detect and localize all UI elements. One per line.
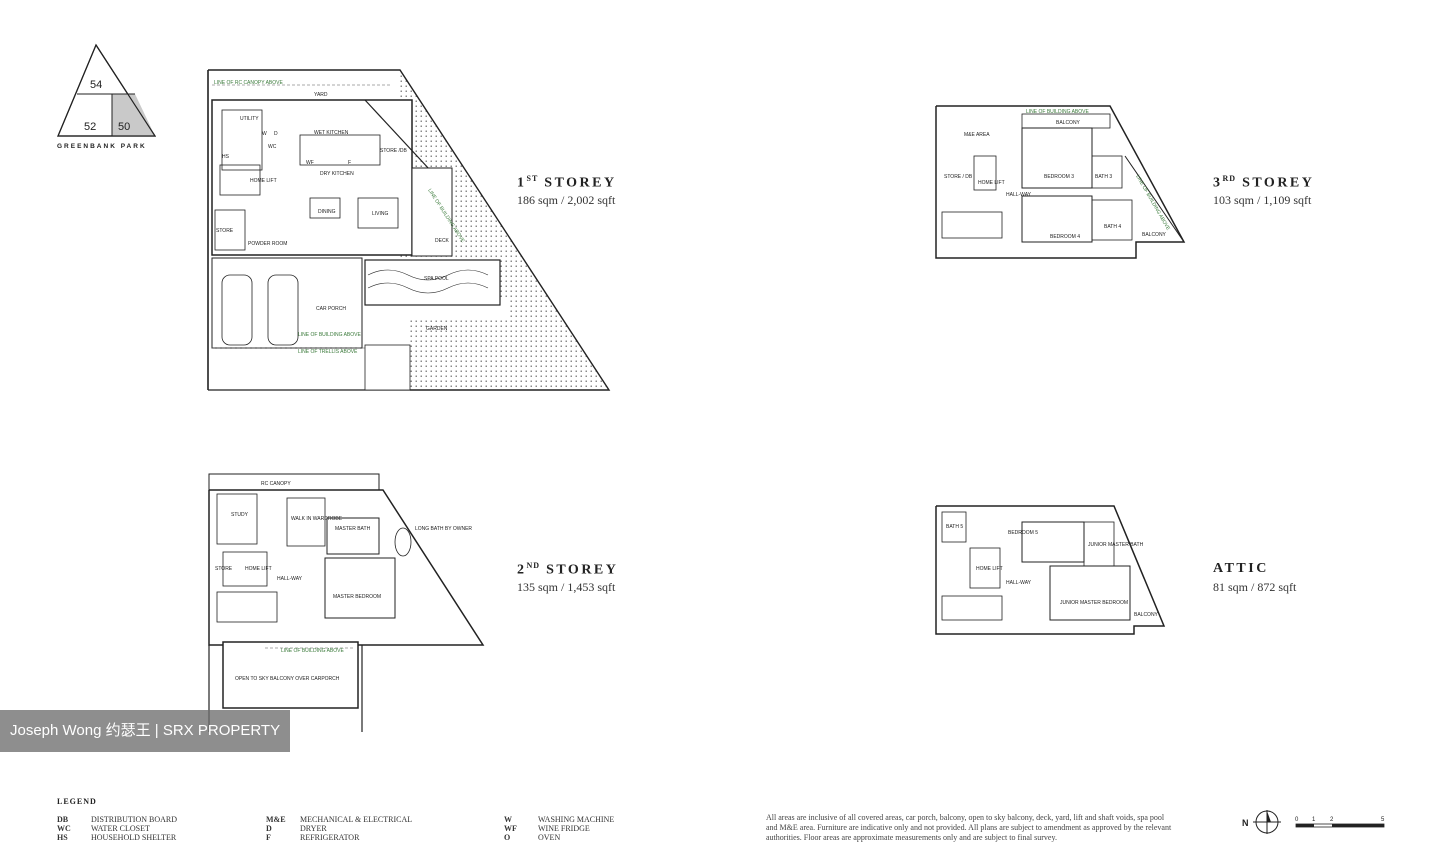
label-2-study: STUDY <box>231 512 249 518</box>
second-storey-number: 2 <box>517 562 527 578</box>
label-2-long-bath: LONG BATH BY OWNER <box>415 526 472 532</box>
label-yard: YARD <box>314 92 328 98</box>
third-storey-title: 3RD STOREY <box>1213 174 1314 192</box>
label-wc: WC <box>268 144 277 150</box>
label-2-home-lift: HOME LIFT <box>245 566 272 572</box>
label-home-lift: HOME LIFT <box>250 178 277 184</box>
first-storey-title: 1ST STOREY <box>517 174 617 192</box>
plot-54: 54 <box>90 79 102 91</box>
label-3-hallway: HALL-WAY <box>1006 192 1032 198</box>
scale-tick-1: 1 <box>1312 817 1316 823</box>
label-car-porch: CAR PORCH <box>316 306 346 312</box>
second-storey-title: 2ND STOREY <box>517 561 618 579</box>
label-2-walk-in-wardrobe: WALK IN WARDROBE <box>291 516 343 522</box>
label-hs: HS <box>222 154 230 160</box>
second-storey-word: STOREY <box>546 562 619 578</box>
label-dry-kitchen: DRY KITCHEN <box>320 171 354 177</box>
label-3-bath4: BATH 4 <box>1104 224 1121 230</box>
label-3-bedroom3: BEDROOM 3 <box>1044 174 1074 180</box>
first-storey-plan: LINE OF RC CANOPY ABOVE YARD UTILITY W D… <box>207 69 611 391</box>
scale-tick-0: 0 <box>1295 817 1299 823</box>
first-storey-area: 186 sqm / 2,002 sqft <box>517 193 616 207</box>
legend-heading: LEGEND <box>57 797 97 806</box>
third-storey-area: 103 sqm / 1,109 sqft <box>1213 193 1312 207</box>
scale-tick-5: 5 <box>1381 817 1385 823</box>
site-key-diagram: 54 52 50 GREENBANK PARK <box>57 43 157 150</box>
site-name: GREENBANK PARK <box>57 143 147 150</box>
label-3-balcony: BALCONY <box>1056 120 1081 126</box>
label-spa-pool: SPA POOL <box>424 276 449 282</box>
label-a-home-lift: HOME LIFT <box>976 566 1003 572</box>
label-deck: DECK <box>435 238 450 244</box>
label-utility: UTILITY <box>240 116 259 122</box>
disclaimer-text: All areas are inclusive of all covered a… <box>766 813 1172 842</box>
label-a-hallway: HALL-WAY <box>1006 580 1032 586</box>
label-3-home-lift: HOME LIFT <box>978 180 1005 186</box>
label-2-open-balcony: OPEN TO SKY BALCONY OVER CARPORCH <box>235 676 340 682</box>
label-3-balcony-2: BALCONY <box>1142 232 1167 238</box>
third-storey-suffix: RD <box>1222 174 1237 183</box>
first-storey-number: 1 <box>517 175 527 191</box>
label-3-bedroom4: BEDROOM 4 <box>1050 234 1080 240</box>
label-a-jr-master-bedroom: JUNIOR MASTER BEDROOM <box>1060 600 1128 606</box>
second-storey-plan: RC CANOPY STUDY WALK IN WARDROBE MASTER … <box>208 473 485 732</box>
label-store-db: STORE /DB <box>380 148 408 154</box>
third-storey-word: STOREY <box>1242 175 1315 191</box>
attic-area: 81 sqm / 872 sqft <box>1213 580 1297 594</box>
label-wf: WF <box>306 160 314 166</box>
label-3-line-building: LINE OF BUILDING ABOVE <box>1026 109 1089 115</box>
label-2-store: STORE <box>215 566 233 572</box>
attic-title: ATTIC <box>1213 561 1269 576</box>
label-2-line-building: LINE OF BUILDING ABOVE <box>281 648 344 654</box>
watermark-banner: Joseph Wong 约瑟王 | SRX PROPERTY <box>0 710 291 752</box>
label-w: W <box>262 131 267 137</box>
label-f: F <box>348 160 351 166</box>
third-storey-number: 3 <box>1213 175 1223 191</box>
first-storey-suffix: ST <box>526 174 539 183</box>
label-a-bath5: BATH 5 <box>946 524 963 530</box>
label-a-jr-master-bath: JUNIOR MASTER BATH <box>1088 542 1144 548</box>
second-storey-area: 135 sqm / 1,453 sqft <box>517 580 616 594</box>
label-2-rc-canopy: RC CANOPY <box>261 481 291 487</box>
attic-plan: BATH 5 BEDROOM 5 JUNIOR MASTER BATH HOME… <box>935 505 1166 635</box>
label-living: LIVING <box>372 211 389 217</box>
first-storey-word: STOREY <box>544 175 617 191</box>
label-2-hallway: HALL-WAY <box>277 576 303 582</box>
label-3-store-db: STORE / DB <box>944 174 973 180</box>
second-storey-suffix: ND <box>526 561 541 570</box>
label-2-master-bedroom: MASTER BEDROOM <box>333 594 381 600</box>
north-label: N <box>1242 818 1249 828</box>
label-powder-room: POWDER ROOM <box>248 241 287 247</box>
label-wet-kitchen: WET KITCHEN <box>314 130 349 136</box>
label-2-master-bath: MASTER BATH <box>335 526 371 532</box>
label-line-trellis: LINE OF TRELLIS ABOVE <box>298 349 358 355</box>
plot-52: 52 <box>84 121 96 133</box>
north-arrow-and-scale: N 0 1 2 5 <box>1242 810 1385 834</box>
label-d: D <box>274 131 278 137</box>
plot-50: 50 <box>118 121 130 133</box>
label-a-balcony: BALCONY <box>1134 612 1159 618</box>
label-dining: DINING <box>318 209 336 215</box>
label-3-me-area: M&E AREA <box>964 132 990 138</box>
label-store: STORE <box>216 228 234 234</box>
label-3-bath3: BATH 3 <box>1095 174 1112 180</box>
label-line-building-2: LINE OF BUILDING ABOVE <box>298 332 361 338</box>
scale-tick-2: 2 <box>1330 817 1334 823</box>
label-rc-canopy: LINE OF RC CANOPY ABOVE <box>214 80 283 86</box>
label-a-bedroom5: BEDROOM 5 <box>1008 530 1038 536</box>
label-garden: GARDEN <box>426 326 448 332</box>
third-storey-plan: LINE OF BUILDING ABOVE BALCONY M&E AREA … <box>935 105 1186 259</box>
